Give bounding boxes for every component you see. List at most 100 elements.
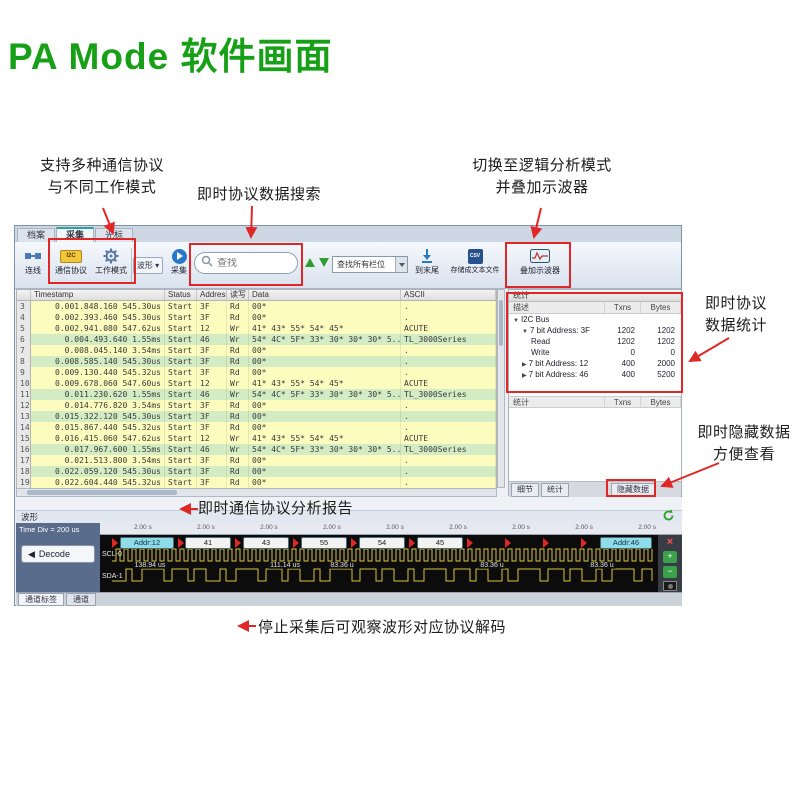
cell: 10 bbox=[17, 378, 31, 389]
tab-通道标签[interactable]: 通道标签 bbox=[18, 593, 64, 606]
decode-marker-icon bbox=[293, 538, 299, 548]
cell: 0.011.230.620 1.55ms bbox=[31, 389, 165, 400]
cell: Rd bbox=[227, 422, 249, 433]
save-text-button[interactable]: CSV 存储成文本文件 bbox=[444, 246, 506, 276]
cell: . bbox=[401, 345, 496, 356]
stats-bytes: 1202 bbox=[657, 337, 675, 346]
decode-address-box: Addr:46 bbox=[600, 537, 652, 549]
cell: 00* bbox=[249, 301, 401, 312]
find-next-button[interactable] bbox=[319, 258, 329, 267]
expand-icon[interactable]: ▶ bbox=[522, 362, 527, 368]
vertical-scrollbar[interactable] bbox=[497, 289, 505, 488]
chevron-down-icon bbox=[395, 257, 407, 272]
work-mode-button[interactable]: 工作模式 bbox=[92, 246, 130, 276]
cell: 12 bbox=[17, 400, 31, 411]
protocol-button[interactable]: I2C 通信协议 bbox=[52, 246, 90, 276]
cell: 0.002.393.460 545.30us bbox=[31, 312, 165, 323]
cell: 0.022.059.120 545.30us bbox=[31, 466, 165, 477]
cell: Rd bbox=[227, 400, 249, 411]
decode-data-box: 43 bbox=[243, 537, 289, 549]
cell: Start bbox=[165, 422, 197, 433]
to-end-button[interactable]: 到末尾 bbox=[410, 246, 444, 276]
statistics-tabs: 细节统计 隐藏数据 bbox=[509, 481, 681, 497]
cell: 0.002.941.080 547.62us bbox=[31, 323, 165, 334]
stats-row[interactable]: ▼I2C Bus bbox=[509, 314, 681, 325]
cell: Rd bbox=[227, 466, 249, 477]
zoom-in-icon[interactable]: + bbox=[663, 551, 677, 563]
stats-tab-统计[interactable]: 统计 bbox=[541, 482, 569, 497]
cell: 0.017.967.600 1.55ms bbox=[31, 444, 165, 455]
search-input[interactable] bbox=[217, 257, 287, 269]
stats-tab-细节[interactable]: 细节 bbox=[511, 482, 539, 497]
time-div-label: Time Div = 200 us bbox=[19, 525, 80, 534]
cell: . bbox=[401, 301, 496, 312]
ruler-label: 2.00 s bbox=[260, 524, 278, 531]
decode-data-box: 54 bbox=[359, 537, 405, 549]
refresh-icon[interactable] bbox=[662, 509, 676, 522]
cell: 4 bbox=[17, 312, 31, 323]
connect-label: 连线 bbox=[25, 266, 41, 275]
cell: 41* 43* 55* 54* 45* bbox=[249, 323, 401, 334]
cell: . bbox=[401, 367, 496, 378]
tab-通道[interactable]: 通道 bbox=[66, 593, 96, 606]
overlay-scope-button[interactable]: 叠加示波器 bbox=[508, 246, 572, 276]
find-previous-button[interactable] bbox=[305, 258, 315, 267]
decode-button[interactable]: ◀ Decode bbox=[21, 545, 95, 563]
acquire-button[interactable]: 采集 bbox=[164, 246, 194, 276]
cell: Start bbox=[165, 367, 197, 378]
work-mode-label: 工作模式 bbox=[95, 266, 127, 275]
tab-光标[interactable]: 光标 bbox=[95, 228, 134, 242]
ruler-label: 2.00 s bbox=[449, 524, 467, 531]
tab-采集[interactable]: 采集 bbox=[56, 227, 95, 242]
stats-tab-隐藏数据[interactable]: 隐藏数据 bbox=[611, 482, 655, 497]
connect-button[interactable]: 连线 bbox=[16, 246, 50, 276]
collapse-icon[interactable]: ▼ bbox=[522, 329, 528, 335]
column-header bbox=[17, 290, 31, 300]
annotation-stats: 即时协议 数据统计 bbox=[684, 293, 788, 337]
expand-icon[interactable]: ▶ bbox=[522, 373, 527, 379]
cable-icon bbox=[16, 246, 50, 266]
cell: 0.021.513.800 3.54ms bbox=[31, 455, 165, 466]
collapse-icon[interactable]: ▼ bbox=[513, 318, 519, 324]
close-icon[interactable]: × bbox=[666, 536, 674, 548]
cell: 3F bbox=[197, 367, 227, 378]
decode-marker-icon bbox=[235, 538, 241, 548]
i2c-chip-icon: I2C bbox=[52, 246, 90, 266]
scrollbar-thumb[interactable] bbox=[27, 490, 177, 495]
cell: 3F bbox=[197, 477, 227, 488]
waveform-dropdown[interactable]: 波形 ▾ bbox=[133, 257, 163, 274]
camera-icon[interactable] bbox=[663, 581, 677, 591]
cell: TL_3000Series bbox=[401, 334, 496, 345]
tab-档案[interactable]: 档案 bbox=[17, 228, 56, 242]
search-box[interactable] bbox=[194, 252, 298, 274]
scrollbar-thumb[interactable] bbox=[499, 300, 503, 346]
column-header: ASCII bbox=[401, 290, 496, 300]
horizontal-scrollbar[interactable] bbox=[16, 488, 497, 497]
search-scope-select[interactable]: 查找所有栏位 bbox=[332, 256, 408, 273]
zoom-out-icon[interactable]: − bbox=[663, 566, 677, 578]
stats-txns bbox=[605, 314, 641, 325]
